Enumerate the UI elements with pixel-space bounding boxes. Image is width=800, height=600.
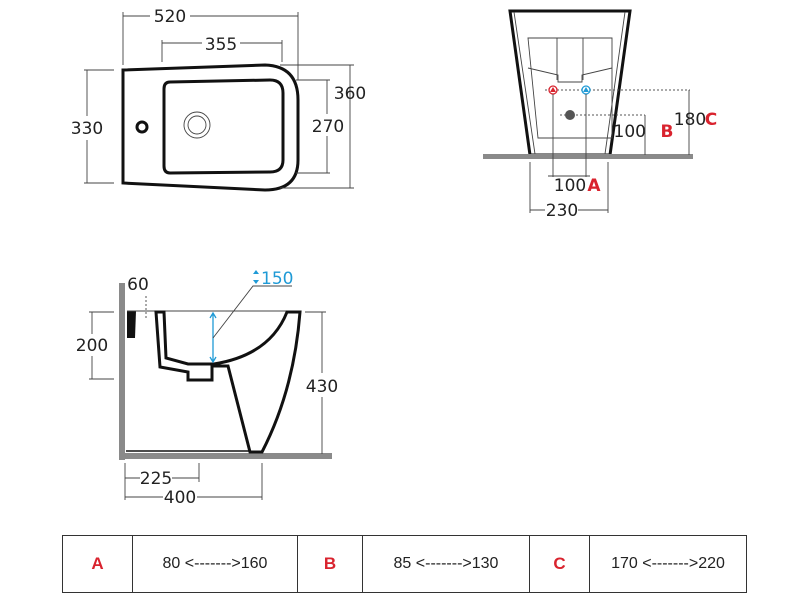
dim-drain-distance: 225: [140, 469, 172, 489]
label-a: A: [587, 176, 601, 196]
label-c: C: [705, 110, 717, 130]
range-a: 80 <------->160: [132, 535, 298, 593]
basin-outline: [162, 78, 285, 175]
front-view: 100 A 100 B 180 C 230: [483, 9, 717, 221]
side-floor: [119, 453, 332, 459]
wall: [119, 283, 125, 460]
tap-hole: [135, 120, 149, 134]
drain-icon: [565, 110, 575, 120]
table-row: A 80 <------->160 B 85 <------->130 C 17…: [62, 535, 747, 593]
range-c: 170 <------->220: [589, 535, 747, 593]
dim-inlet-spacing: 100: [554, 176, 586, 196]
dim-width: 520: [154, 7, 186, 27]
dim-overflow: 150: [261, 269, 293, 289]
dim-base-width: 230: [546, 201, 578, 221]
drain-inner: [187, 115, 207, 135]
dim-drain-height: 100: [614, 122, 646, 142]
dim-inlet-height: 180: [674, 110, 706, 130]
dim-foot-distance: 400: [164, 488, 196, 508]
overflow-arrow-icon: [253, 270, 259, 284]
adjustment-range-table: A 80 <------->160 B 85 <------->130 C 17…: [62, 535, 747, 593]
range-b: 85 <------->130: [362, 535, 530, 593]
dim-height: 430: [306, 377, 338, 397]
top-view: 520 355 360 270 330: [71, 7, 366, 192]
key-c: C: [529, 535, 590, 593]
key-b: B: [297, 535, 363, 593]
bowl-section: [154, 310, 302, 454]
dim-wall-gap: 60: [127, 275, 149, 295]
dim-depth-total: 360: [334, 84, 366, 104]
dim-inlet-height-side: 200: [76, 336, 108, 356]
dim-basin-width: 270: [312, 117, 344, 137]
drain-outer: [183, 111, 211, 139]
side-view: 150 60 200 430 225 400: [76, 269, 338, 508]
key-a: A: [62, 535, 133, 593]
inner-panel: [527, 37, 613, 139]
floor: [483, 154, 693, 159]
label-b: B: [661, 122, 674, 142]
dim-basin-length: 355: [205, 35, 237, 55]
dim-depth: 330: [71, 119, 103, 139]
